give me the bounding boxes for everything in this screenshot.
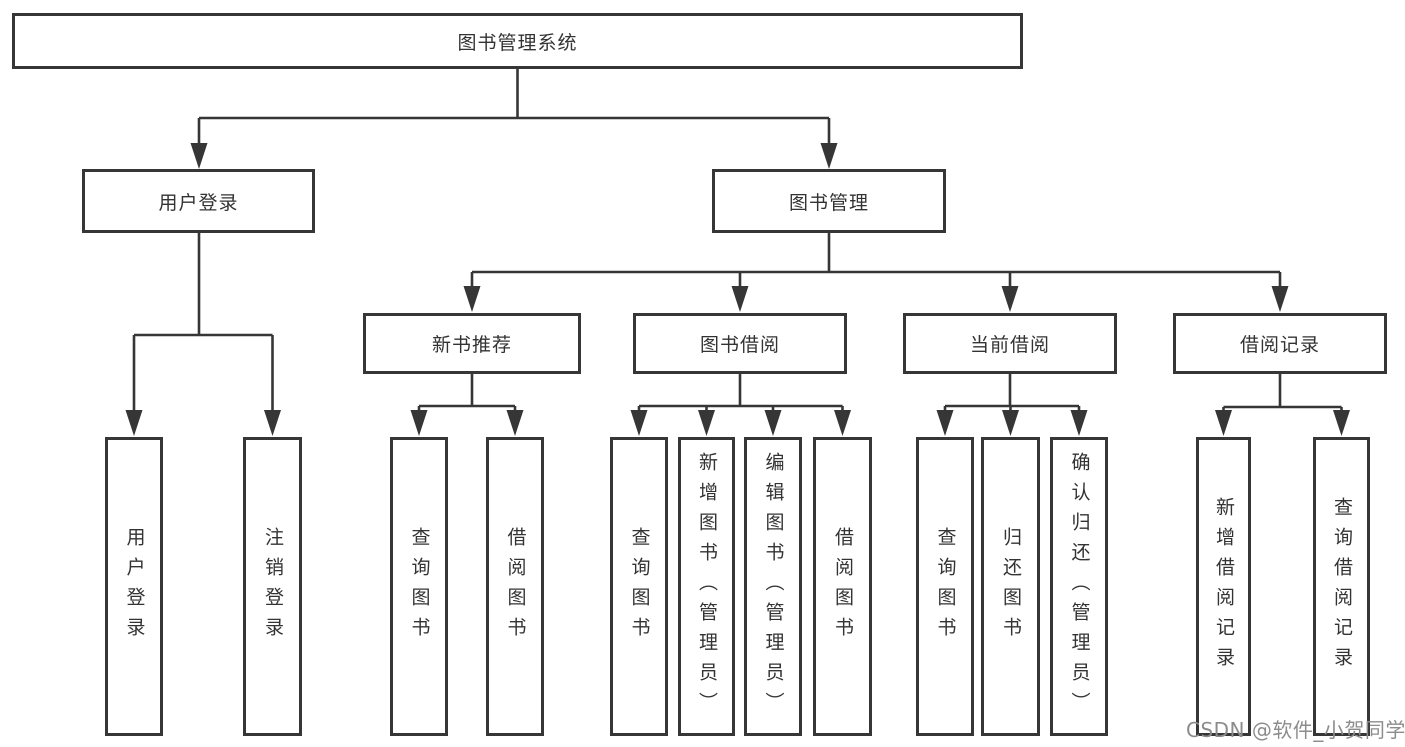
- node-borrowing-records: 借阅记录: [1173, 313, 1387, 374]
- arrow-icon: [834, 410, 851, 436]
- leaf-confirm-return-admin-label: 确认归还（管理员）: [1068, 451, 1091, 722]
- leaf-add-borrow-record-label: 新增借阅记录: [1213, 496, 1235, 677]
- leaf-logout-label: 注销登录: [262, 526, 284, 647]
- node-root-label: 图书管理系统: [457, 31, 578, 54]
- leaf-query-books-1-label: 查询图书: [408, 526, 431, 647]
- node-book-management: 图书管理: [712, 169, 946, 233]
- node-new-book-recommend-label: 新书推荐: [431, 334, 512, 356]
- leaf-borrow-books-2-label: 借阅图书: [832, 526, 854, 647]
- node-book-borrowing-label: 图书借阅: [699, 334, 780, 356]
- arrow-icon: [264, 410, 281, 436]
- arrow-icon: [410, 410, 428, 436]
- arrow-icon: [1070, 410, 1088, 436]
- leaf-query-books-3: 查询图书: [916, 437, 974, 736]
- arrow-icon: [1002, 410, 1019, 436]
- node-book-management-label: 图书管理: [788, 191, 869, 214]
- arrow-icon: [1001, 286, 1019, 312]
- leaf-query-borrow-record-label: 查询借阅记录: [1331, 496, 1353, 677]
- leaf-edit-book-admin: 编辑图书（管理员）: [744, 437, 802, 736]
- leaf-confirm-return-admin: 确认归还（管理员）: [1050, 437, 1108, 736]
- arrow-icon: [698, 410, 715, 436]
- arrow-icon: [125, 410, 143, 436]
- leaf-add-book-admin: 新增图书（管理员）: [678, 437, 735, 736]
- leaf-query-books-2: 查询图书: [610, 437, 668, 736]
- leaf-return-book: 归还图书: [981, 437, 1040, 736]
- leaf-logout: 注销登录: [243, 437, 302, 736]
- node-user-login: 用户登录: [82, 169, 315, 233]
- arrowheads: [125, 143, 1350, 436]
- arrow-icon: [936, 410, 954, 436]
- leaf-user-login-label: 用户登录: [123, 526, 146, 647]
- arrow-icon: [1215, 410, 1232, 436]
- leaf-add-borrow-record: 新增借阅记录: [1196, 437, 1251, 736]
- arrow-icon: [731, 286, 749, 312]
- leaf-return-book-label: 归还图书: [1000, 526, 1022, 647]
- arrow-icon: [1333, 410, 1350, 436]
- watermark: CSDN @软件_小贺同学: [1186, 718, 1405, 742]
- leaf-borrow-books-1-label: 借阅图书: [504, 526, 527, 647]
- arrow-icon: [190, 143, 208, 169]
- leaf-user-login: 用户登录: [105, 437, 163, 736]
- node-current-borrowing: 当前借阅: [903, 313, 1117, 374]
- connector-lines: [132, 69, 1343, 411]
- arrow-icon: [820, 143, 838, 169]
- leaf-edit-book-admin-label: 编辑图书（管理员）: [762, 451, 785, 722]
- arrow-icon: [463, 286, 481, 312]
- node-new-book-recommend: 新书推荐: [363, 313, 581, 374]
- node-book-borrowing: 图书借阅: [633, 313, 847, 374]
- arrow-icon: [630, 410, 648, 436]
- node-current-borrowing-label: 当前借阅: [969, 334, 1050, 356]
- arrow-icon: [764, 410, 782, 436]
- arrow-icon: [1271, 286, 1289, 312]
- leaf-query-borrow-record: 查询借阅记录: [1313, 437, 1370, 736]
- leaf-query-books-3-label: 查询图书: [934, 526, 957, 647]
- node-root: 图书管理系统: [12, 13, 1023, 69]
- node-user-login-label: 用户登录: [158, 191, 239, 214]
- leaf-query-books-2-label: 查询图书: [628, 526, 651, 647]
- leaf-borrow-books-2: 借阅图书: [813, 437, 872, 736]
- leaf-query-books-1: 查询图书: [390, 437, 448, 736]
- node-borrowing-records-label: 借阅记录: [1239, 334, 1320, 356]
- leaf-borrow-books-1: 借阅图书: [486, 437, 544, 736]
- leaf-add-book-admin-label: 新增图书（管理员）: [696, 451, 718, 722]
- arrow-icon: [506, 410, 524, 436]
